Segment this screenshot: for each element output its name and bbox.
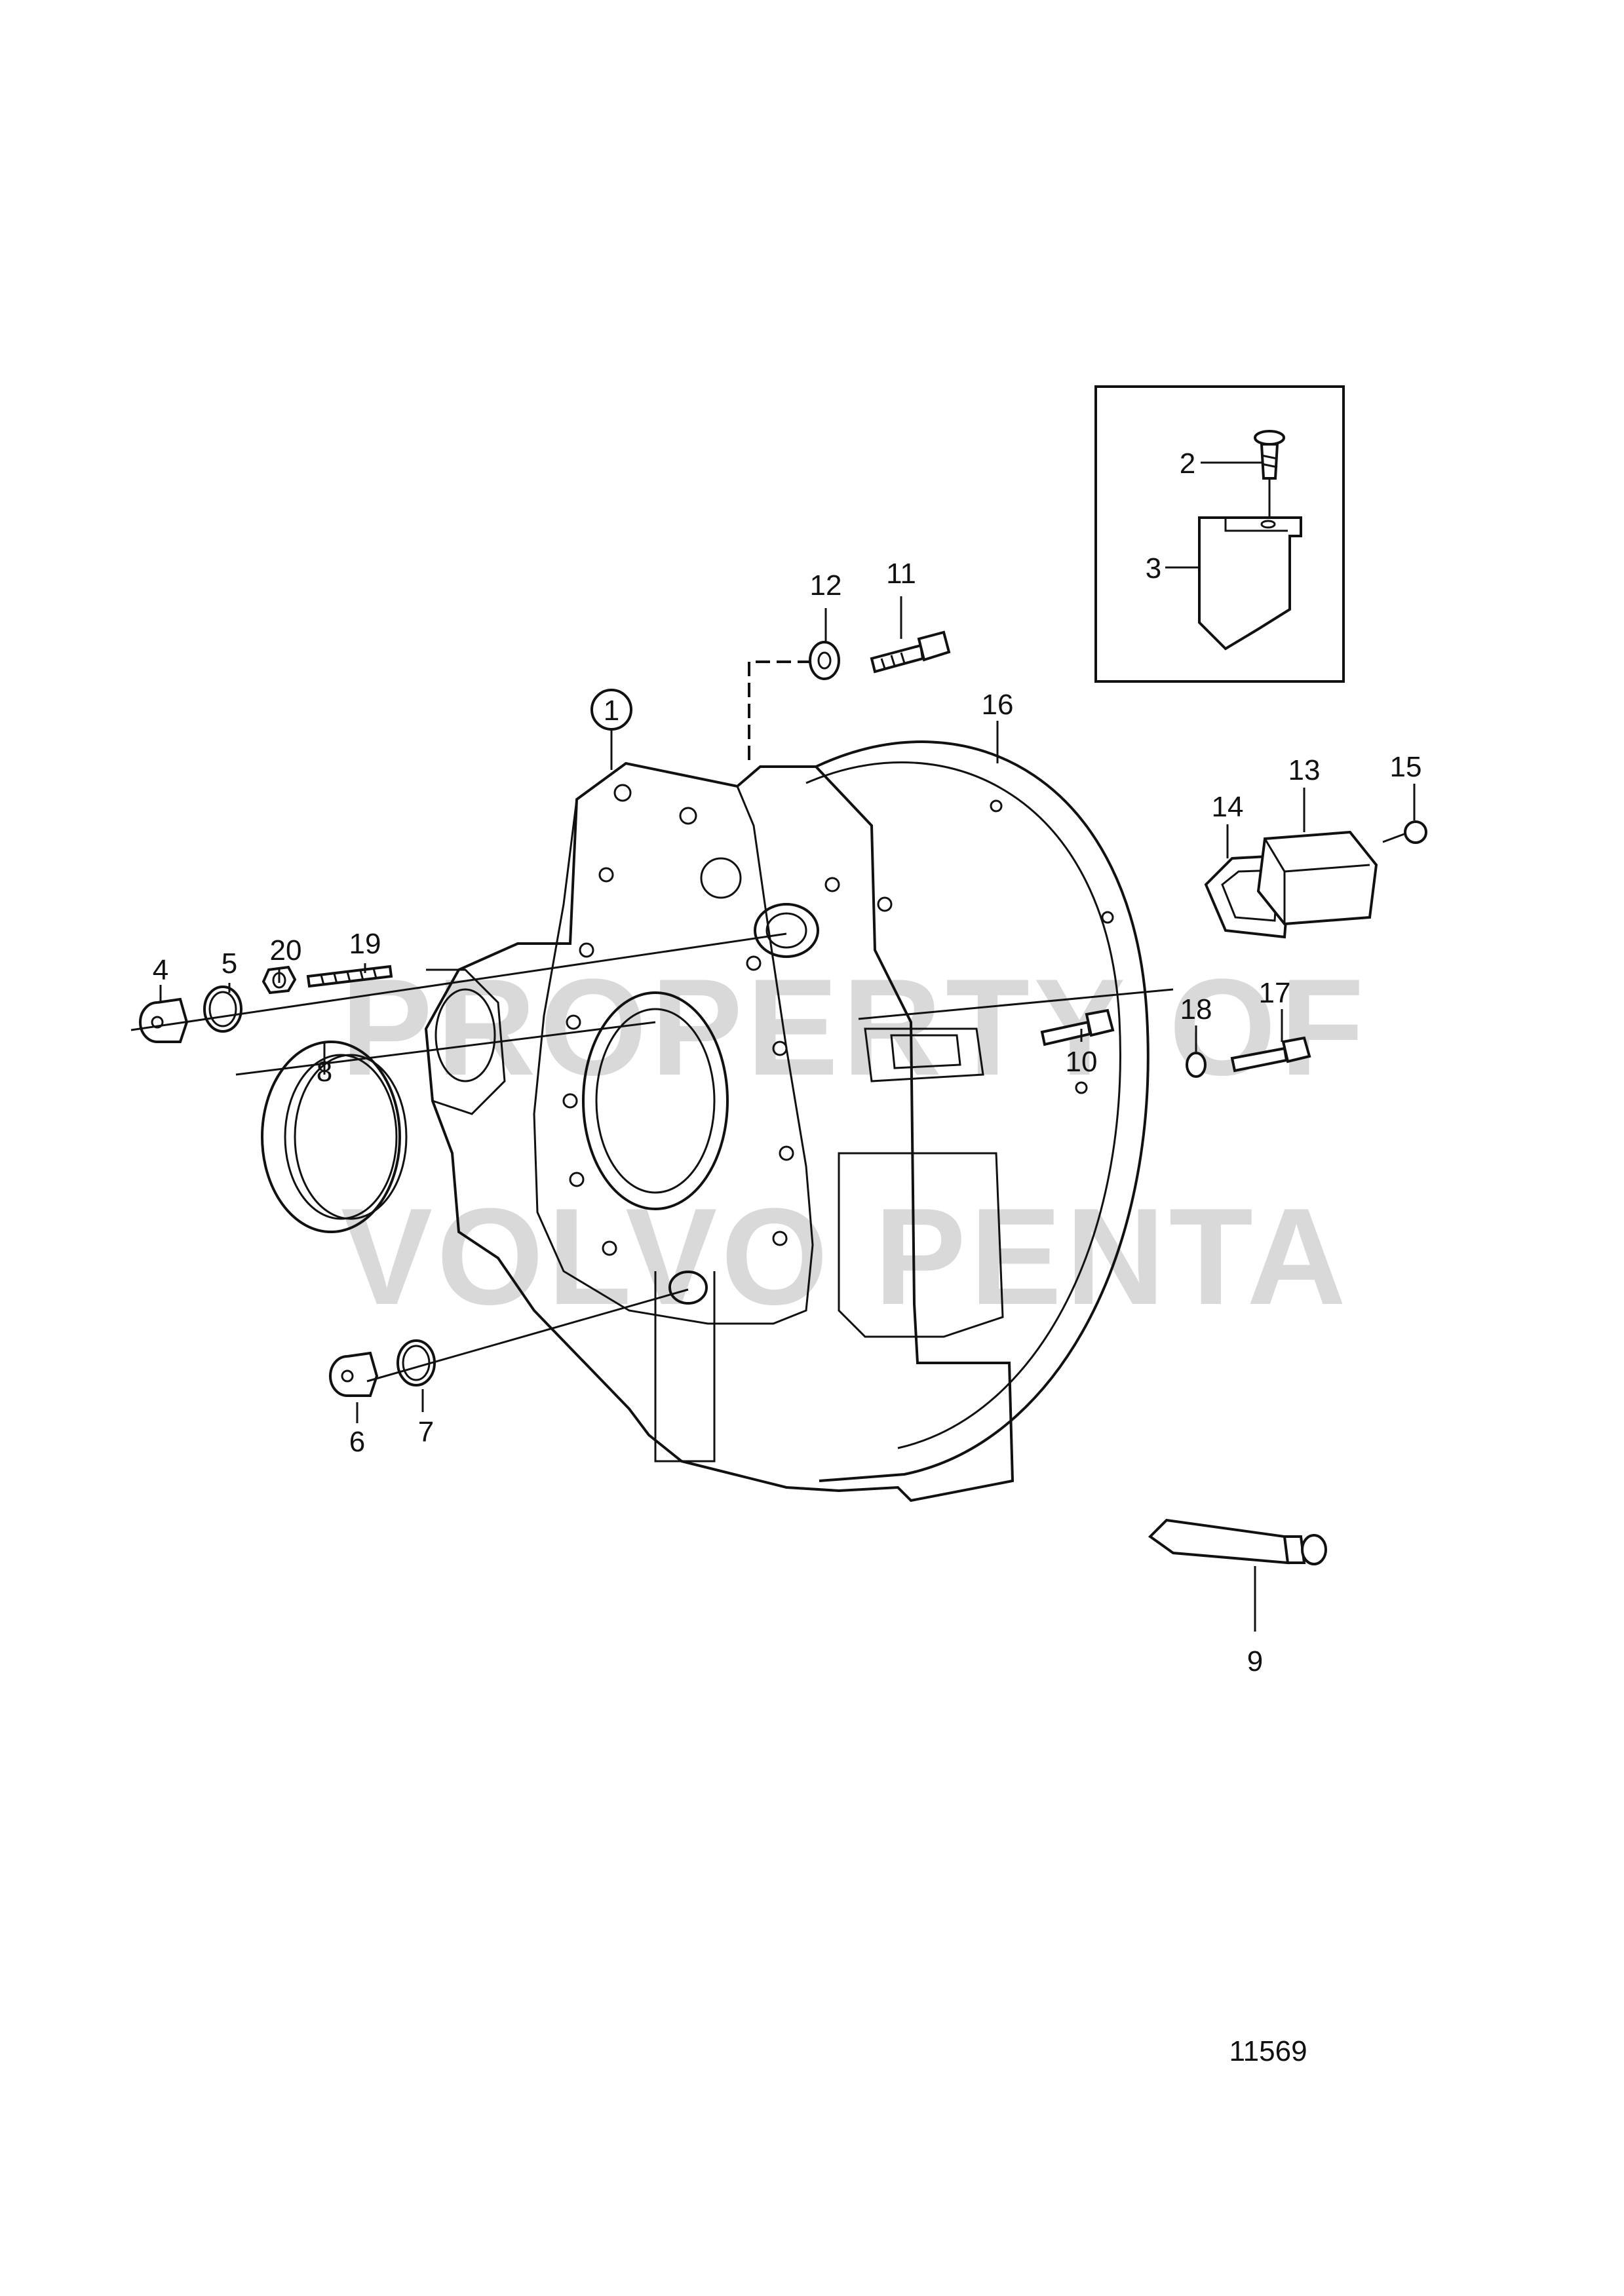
watermark-line-1: PROPERTY OF: [341, 950, 1368, 1104]
part-8-seal: [261, 1041, 408, 1233]
callout-3: 3: [1146, 552, 1161, 584]
part-15-screw: [1382, 820, 1427, 844]
diagram-id: 11569: [1229, 2035, 1307, 2067]
part-12-washer: [809, 641, 840, 680]
callout-2: 2: [1180, 448, 1195, 480]
watermark: PROPERTY OF VOLVO PENTA: [341, 950, 1368, 1333]
callouts: 1 2 3 4 5 6 7 8 9 10 11 12 13 14 15 16 1…: [153, 448, 1422, 1677]
callout-10: 10: [1066, 1046, 1098, 1078]
watermark-line-2: VOLVO PENTA: [341, 1179, 1350, 1333]
part-18-washer: [1186, 1052, 1207, 1078]
callout-leaders: [159, 596, 1416, 1632]
callout-12: 12: [810, 569, 842, 602]
part-6-plug: [329, 1351, 379, 1397]
part-5-o-ring: [203, 985, 242, 1033]
part-13-cover: [1256, 830, 1378, 926]
callout-5: 5: [222, 947, 237, 980]
callout-7: 7: [418, 1416, 434, 1448]
callout-19: 19: [349, 928, 381, 960]
part-4-plug: [139, 997, 189, 1043]
callout-15: 15: [1390, 751, 1422, 783]
part-2-screw: [1254, 430, 1285, 518]
flywheel-housing: [235, 740, 1174, 1502]
part-10-bolt: [1040, 1008, 1115, 1046]
part-19-stud: [306, 965, 393, 988]
callout-20: 20: [270, 934, 302, 966]
callout-1: 1: [604, 695, 619, 727]
callout-14: 14: [1212, 791, 1244, 823]
part-11-bolt: [870, 630, 951, 674]
callout-4: 4: [153, 954, 168, 986]
callout-16: 16: [982, 689, 1014, 721]
callout-8: 8: [317, 1056, 332, 1088]
callout-17: 17: [1259, 977, 1291, 1009]
callout-18: 18: [1180, 993, 1212, 1025]
callout-1-circle: [590, 689, 632, 731]
callout-13: 13: [1288, 754, 1321, 786]
callout-9: 9: [1247, 1645, 1263, 1677]
callout-11: 11: [886, 558, 916, 590]
part-17-bolt: [1230, 1036, 1311, 1073]
part-3-bracket: [1198, 516, 1302, 651]
callout-6: 6: [349, 1426, 365, 1458]
part-9-sealant-tube: [1148, 1518, 1327, 1565]
inset-box: [1094, 385, 1345, 683]
